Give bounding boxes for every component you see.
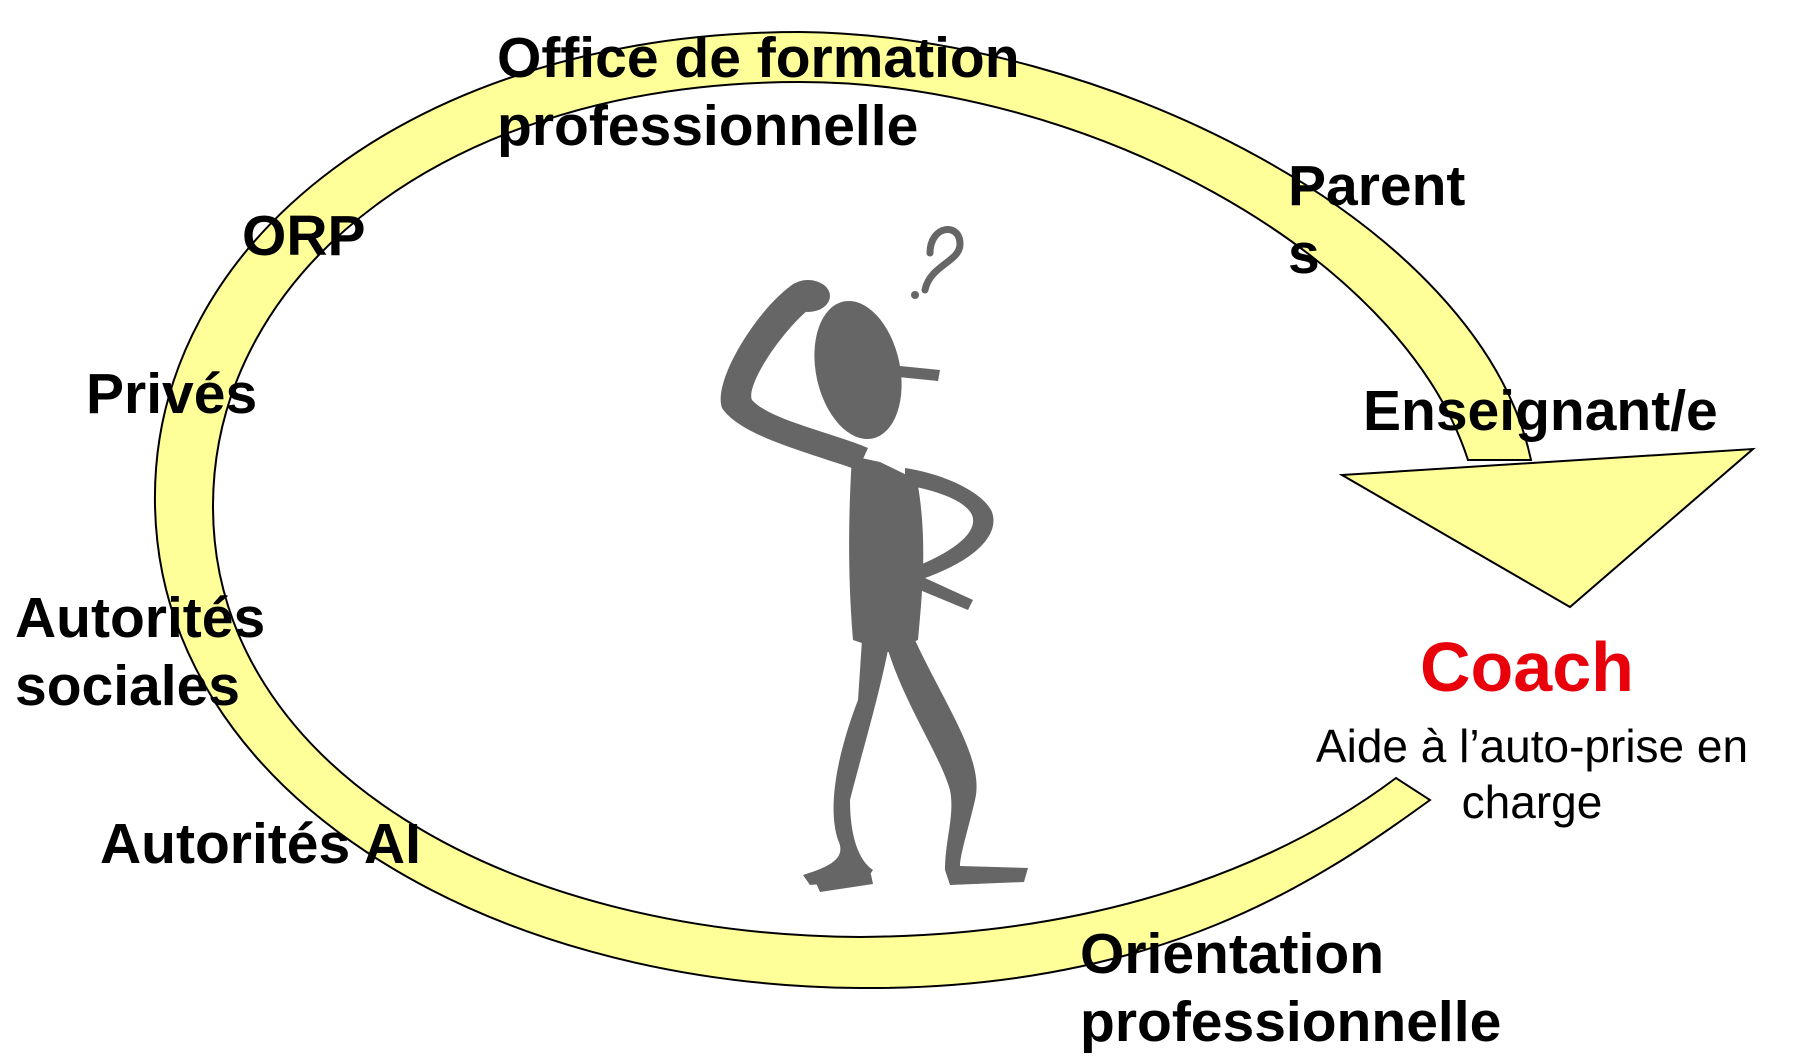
coach-subtitle: Aide à l’auto-prise en charge bbox=[1272, 718, 1792, 830]
label-autorites-sociales-line1: Autorités bbox=[15, 586, 266, 650]
label-prives-text: Privés bbox=[86, 362, 258, 426]
label-autorites-ai: Autorités AI bbox=[100, 810, 421, 878]
label-enseignant: Enseignant/e bbox=[1363, 377, 1718, 445]
label-parents-line1: Parent bbox=[1288, 154, 1466, 218]
label-orientation: Orientation professionnelle bbox=[1080, 920, 1501, 1057]
question-mark-icon bbox=[911, 226, 964, 299]
question-mark-curve bbox=[921, 226, 964, 294]
label-enseignant-text: Enseignant/e bbox=[1363, 379, 1718, 443]
label-parents: Parent s bbox=[1288, 152, 1465, 289]
label-autorites-sociales-line2: sociales bbox=[15, 654, 240, 719]
coach-title: Coach bbox=[1420, 628, 1634, 706]
figure-left-leg bbox=[803, 640, 888, 885]
thinking-stick-figure-icon bbox=[720, 280, 1028, 892]
label-parents-line2: s bbox=[1288, 222, 1320, 287]
label-office-line1: Office de formation bbox=[497, 26, 1020, 90]
figure-hip-arm bbox=[905, 468, 994, 610]
label-office-line2: professionnelle bbox=[497, 94, 919, 159]
label-orientation-line2: professionnelle bbox=[1080, 990, 1502, 1055]
label-autorites-ai-text: Autorités AI bbox=[100, 812, 421, 876]
question-mark-dot bbox=[911, 291, 919, 299]
figure-cigarette bbox=[898, 366, 940, 381]
coach-subtitle-line2: charge bbox=[1461, 776, 1603, 829]
label-prives: Privés bbox=[86, 360, 257, 428]
label-orp-text: ORP bbox=[242, 204, 366, 268]
figure-right-leg bbox=[888, 640, 1028, 885]
label-autorites-sociales: Autorités sociales bbox=[15, 584, 265, 721]
label-office-formation: Office de formation professionnelle bbox=[497, 24, 1020, 161]
figure-raised-arm bbox=[720, 283, 868, 470]
label-orientation-line1: Orientation bbox=[1080, 922, 1385, 986]
figure-left-foot bbox=[812, 870, 873, 892]
cycle-ring bbox=[153, 30, 1533, 990]
cycle-arrowhead bbox=[1338, 447, 1756, 609]
coach-subtitle-line1: Aide à l’auto-prise en bbox=[1315, 720, 1749, 772]
label-orp: ORP bbox=[242, 202, 366, 270]
figure-torso bbox=[849, 456, 924, 652]
figure-head bbox=[814, 300, 902, 440]
